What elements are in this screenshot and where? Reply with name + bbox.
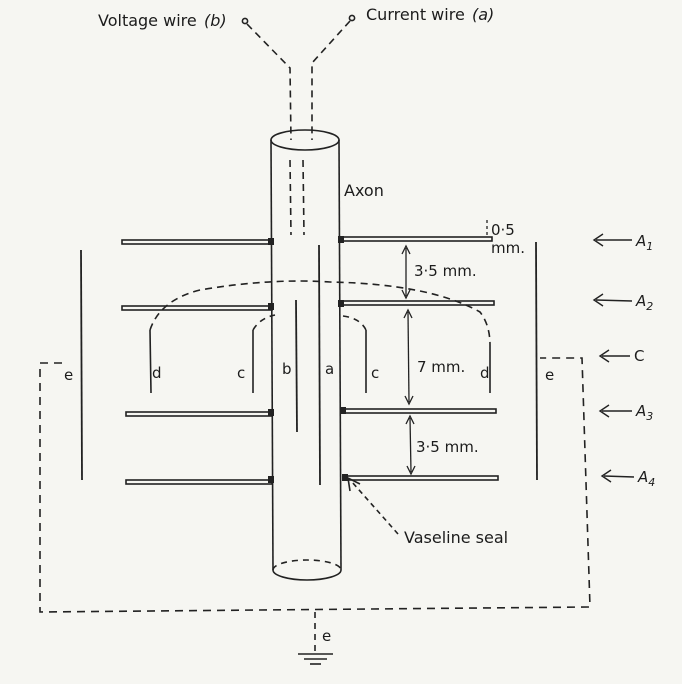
ground-icon: [298, 612, 333, 665]
arrow-c-label: C: [634, 347, 644, 365]
voltage-wire-id: (b): [204, 11, 227, 30]
label-e-left: e: [64, 366, 73, 384]
voltage-wire: [241, 17, 292, 236]
voltage-wire-inner: [289, 159, 292, 236]
axon-label: Axon: [344, 181, 384, 200]
partition-a3: [125, 408, 497, 417]
vaseline-seals: [268, 236, 348, 483]
dimension-d1: 3·5 mm.: [414, 262, 477, 280]
vaseline-seal-label: Vaseline seal: [404, 528, 508, 547]
electrode-connection-arch: [149, 280, 491, 346]
electrode-e-left: [80, 249, 83, 481]
electrode-c-left-link: [252, 314, 276, 331]
wire-a: [318, 244, 321, 486]
axon-bottom-front: [272, 569, 342, 581]
partition-a2: [121, 300, 495, 311]
axon-right-edge: [338, 139, 342, 571]
axon-top: [270, 129, 340, 151]
partition-a1: [121, 236, 493, 245]
dimension-d2: 7 mm.: [417, 358, 465, 376]
wire-b: [295, 299, 298, 433]
electrode-e-right: [535, 241, 538, 481]
voltage-wire-terminal: [241, 17, 249, 25]
electrode-c-right-link: [342, 315, 367, 331]
arrow-labels: A1 A2 C A3 A4: [634, 232, 655, 489]
dimension-markers: [401, 220, 488, 476]
side-arrows: [592, 233, 635, 483]
label-wire-b: b: [282, 360, 292, 378]
label-c-left: c: [237, 364, 245, 382]
arrow-a3-label: A3: [635, 402, 653, 423]
axon-left-edge: [270, 139, 274, 571]
current-wire-id: (a): [472, 5, 494, 24]
vaseline-seal-leader: [346, 476, 399, 535]
current-wire-terminal: [348, 14, 356, 22]
label-wire-a: a: [325, 360, 334, 378]
gap-top-unit: mm.: [491, 239, 525, 257]
label-d-left: d: [152, 364, 162, 382]
arrow-a4-label: A4: [637, 468, 655, 489]
electrode-d-left: [149, 329, 152, 394]
dimension-d3: 3·5 mm.: [416, 438, 479, 456]
partition-a4: [125, 475, 499, 485]
arrow-a2-label: A2: [635, 292, 653, 313]
current-wire-path: [311, 20, 351, 140]
current-wire-label: Current wire: [366, 5, 465, 24]
current-wire-inner: [302, 159, 305, 236]
label-c-right: c: [371, 364, 379, 382]
label-e-right: e: [545, 366, 554, 384]
label-d-right: d: [480, 364, 490, 382]
gap-top-value: 0·5: [491, 221, 515, 239]
voltage-wire-path: [246, 23, 292, 141]
current-wire: [302, 14, 356, 236]
chamber-outline: [39, 357, 591, 613]
axon-bottom-back: [272, 559, 342, 571]
axon-cylinder: [270, 129, 342, 581]
voltage-wire-label: Voltage wire: [98, 11, 197, 30]
label-ground-e: e: [322, 627, 331, 645]
arrow-a1-label: A1: [635, 232, 653, 253]
